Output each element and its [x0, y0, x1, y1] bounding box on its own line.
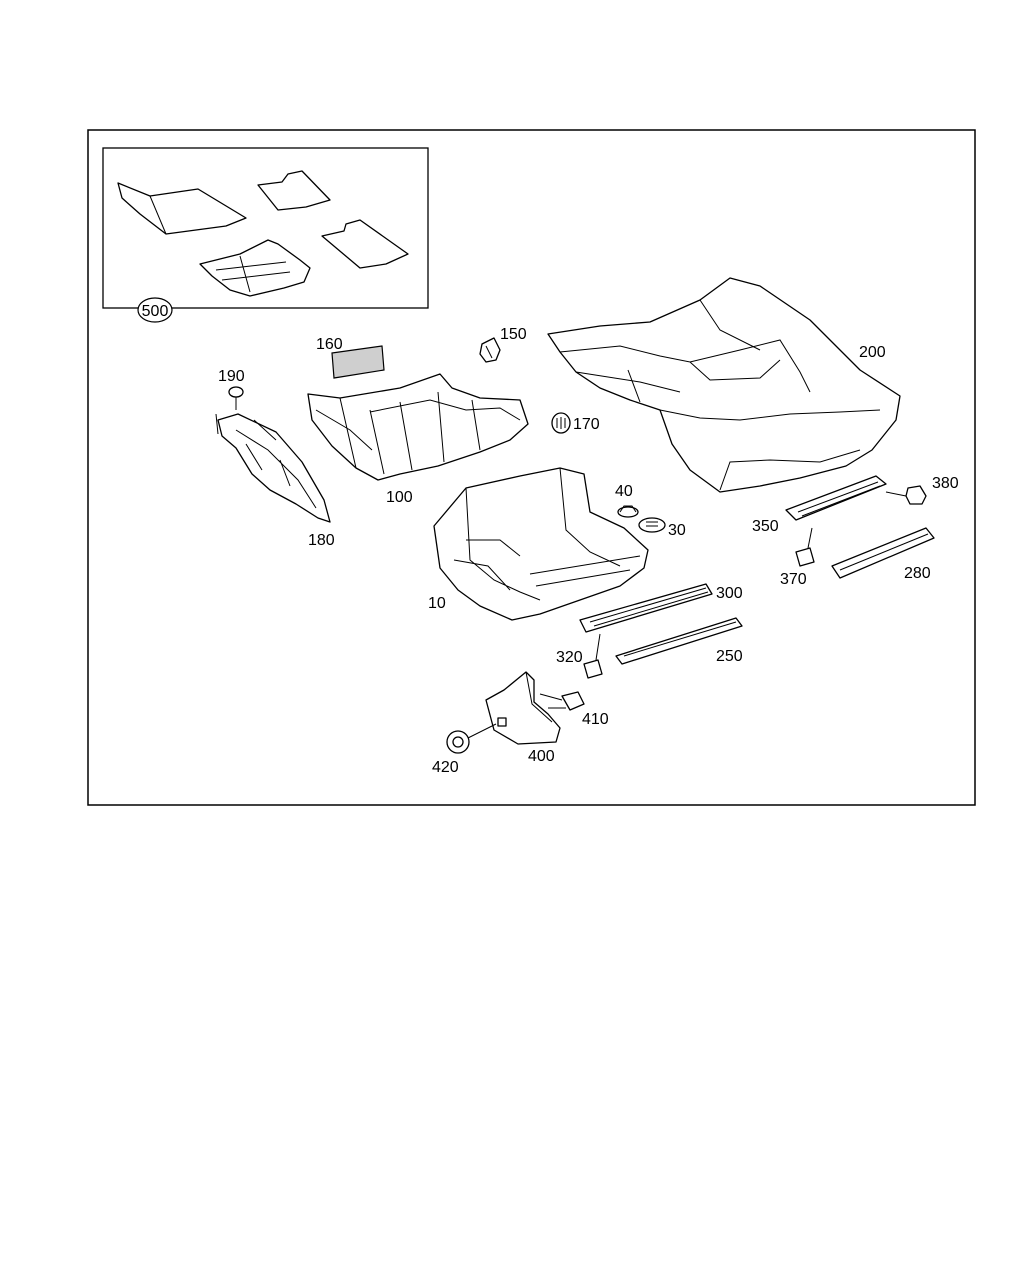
callout-10[interactable]: 10	[428, 595, 446, 612]
callout-410[interactable]: 410	[582, 711, 609, 728]
bracket-180	[215, 413, 331, 523]
callout-420[interactable]: 420	[432, 759, 459, 776]
callout-180[interactable]: 180	[308, 532, 335, 549]
callout-320[interactable]: 320	[556, 649, 583, 666]
sill-trim-300	[579, 583, 713, 633]
sill-plate-250	[615, 617, 743, 665]
callout-160[interactable]: 160	[316, 336, 343, 353]
callout-380[interactable]: 380	[932, 475, 959, 492]
floor-mat-front-right	[199, 239, 311, 297]
callout-280[interactable]: 280	[904, 565, 931, 582]
callout-370[interactable]: 370	[780, 571, 807, 588]
grommet-420	[446, 723, 497, 754]
sill-plate-280	[831, 527, 935, 579]
sill-trim-350	[785, 475, 887, 521]
callout-500[interactable]: 500	[137, 297, 173, 323]
floor-mat-front-left	[117, 182, 247, 235]
grommet-170	[551, 412, 571, 434]
insulation-front-100	[307, 373, 529, 481]
nut-190	[228, 386, 244, 410]
clip-410	[539, 691, 585, 711]
carpet-front-200	[547, 277, 901, 493]
callout-350[interactable]: 350	[752, 518, 779, 535]
trim-panel-400	[485, 671, 561, 745]
callout-30[interactable]: 30	[668, 522, 686, 539]
callout-100[interactable]: 100	[386, 489, 413, 506]
callout-200[interactable]: 200	[859, 344, 886, 361]
retainer-30	[638, 517, 666, 533]
callout-400[interactable]: 400	[528, 748, 555, 765]
callout-190[interactable]: 190	[218, 368, 245, 385]
clip-320	[583, 633, 603, 679]
clip-150	[479, 337, 501, 363]
sound-pad-160	[331, 345, 385, 379]
callout-500-label: 500	[142, 303, 169, 320]
callout-150[interactable]: 150	[500, 326, 527, 343]
floor-mat-rear-left	[257, 170, 331, 211]
callout-300[interactable]: 300	[716, 585, 743, 602]
clip-40	[617, 505, 639, 518]
clip-380	[885, 485, 927, 505]
clip-370	[795, 527, 815, 567]
carpet-rear-10	[433, 467, 649, 621]
diagram-frame	[87, 129, 976, 806]
callout-170[interactable]: 170	[573, 416, 600, 433]
callout-250[interactable]: 250	[716, 648, 743, 665]
floor-mat-rear-right	[321, 219, 409, 269]
floor-mat-set-inset	[102, 147, 429, 309]
callout-40[interactable]: 40	[615, 483, 633, 500]
